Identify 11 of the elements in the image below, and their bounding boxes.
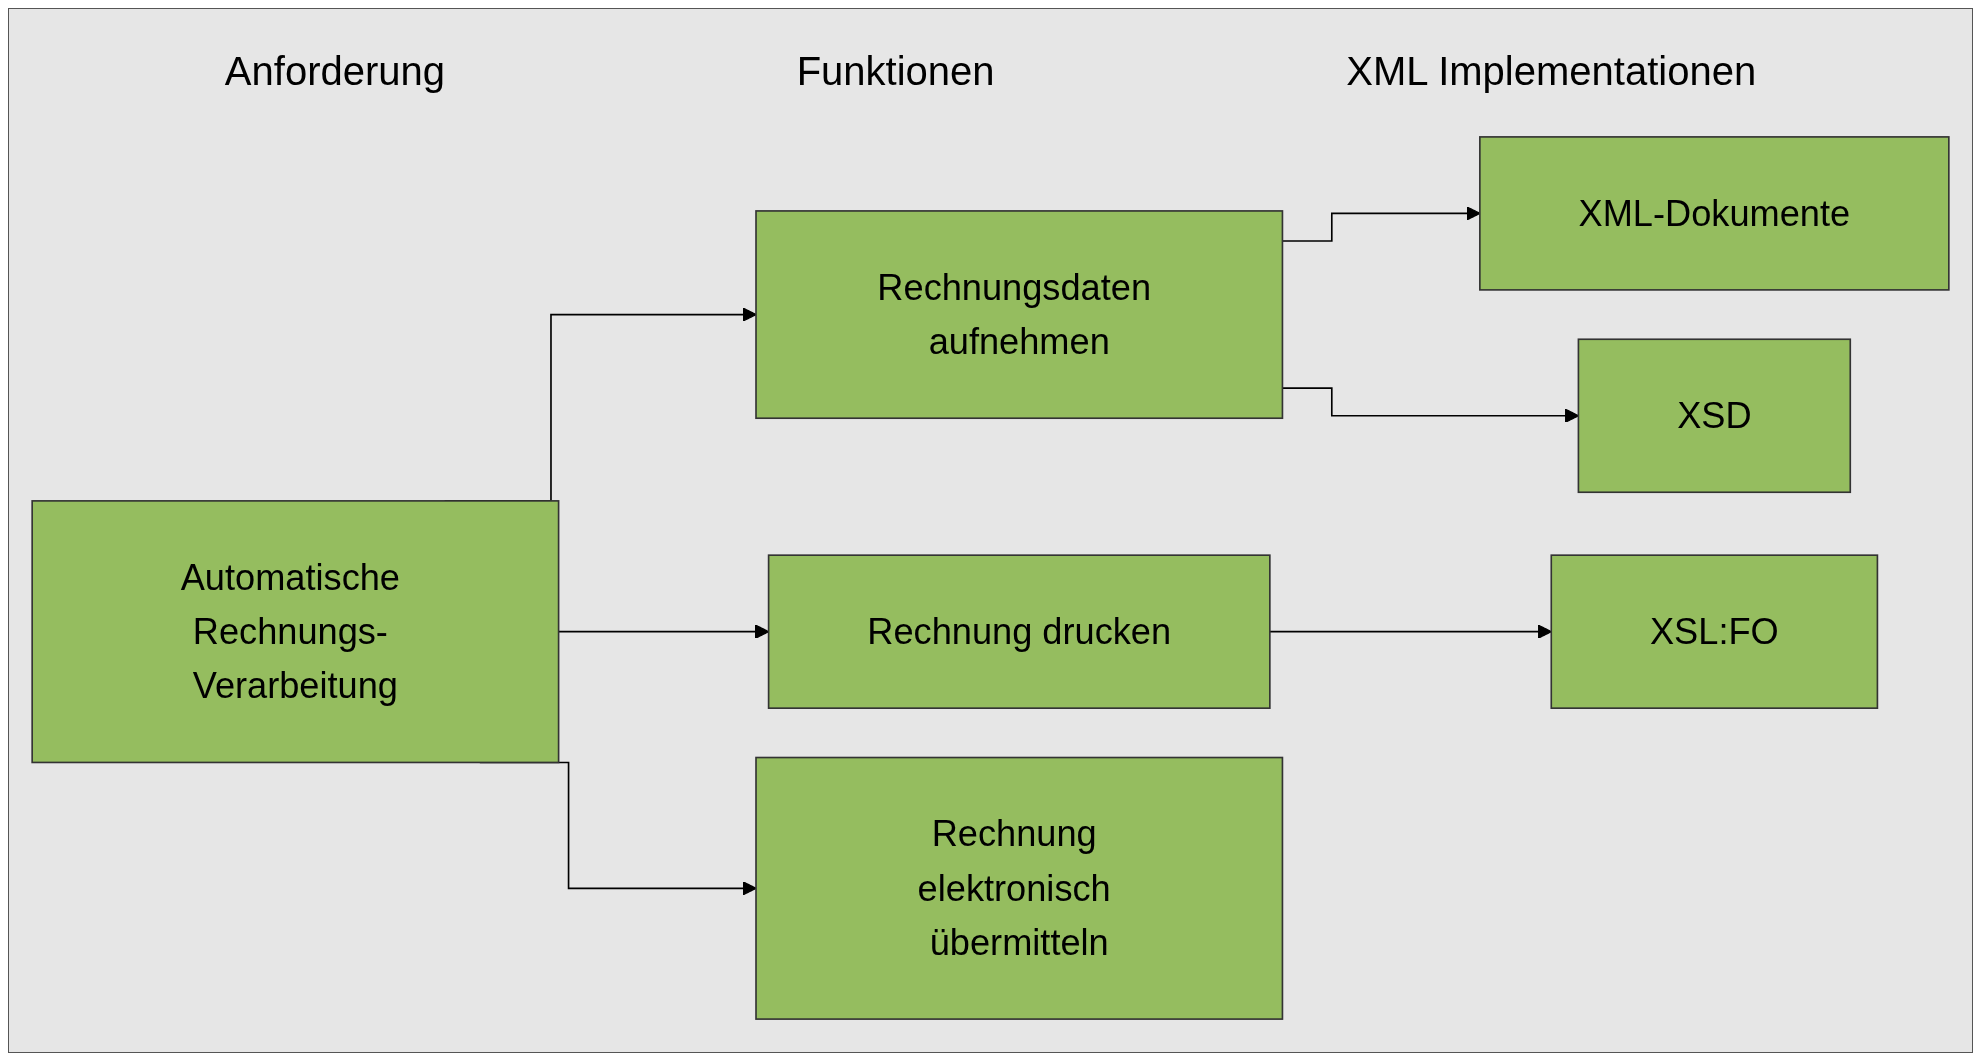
- node-box: XSL:FO: [1550, 554, 1879, 709]
- column-heading: XML Implementationen: [1346, 49, 1757, 94]
- column-heading: Funktionen: [796, 49, 995, 94]
- column-heading: Anforderung: [224, 49, 445, 94]
- node-box: Rechnungsdaten aufnehmen: [755, 210, 1284, 420]
- node-box: XML-Dokumente: [1479, 136, 1950, 291]
- node-box: Rechnung drucken: [767, 554, 1271, 709]
- node-box: Rechnung elektronisch übermitteln: [755, 756, 1284, 1020]
- arrow: [1269, 624, 1552, 639]
- node-box: Automatische Rechnungs- Verarbeitung: [31, 500, 560, 764]
- node-box: XSD: [1577, 338, 1852, 494]
